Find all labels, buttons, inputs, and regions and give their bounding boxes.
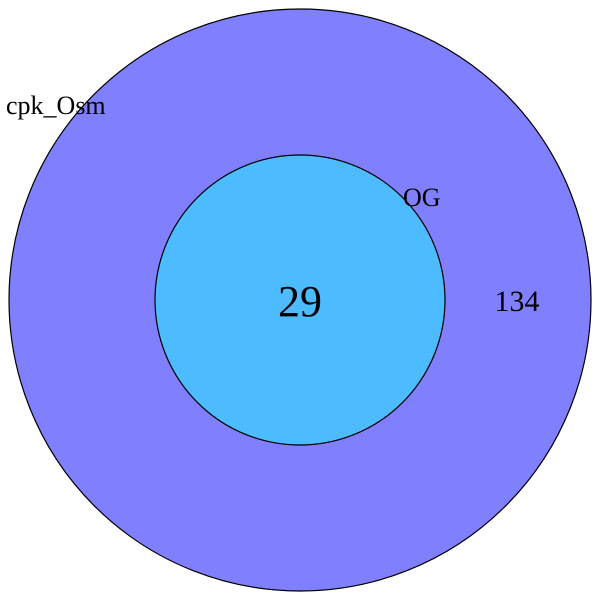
inner-set-label: OG [403,183,441,212]
intersection-count: 29 [278,277,322,326]
outer-set-label: cpk_Osm [6,91,106,120]
outer-only-count: 134 [495,285,540,318]
inner-set-circle [154,154,446,446]
